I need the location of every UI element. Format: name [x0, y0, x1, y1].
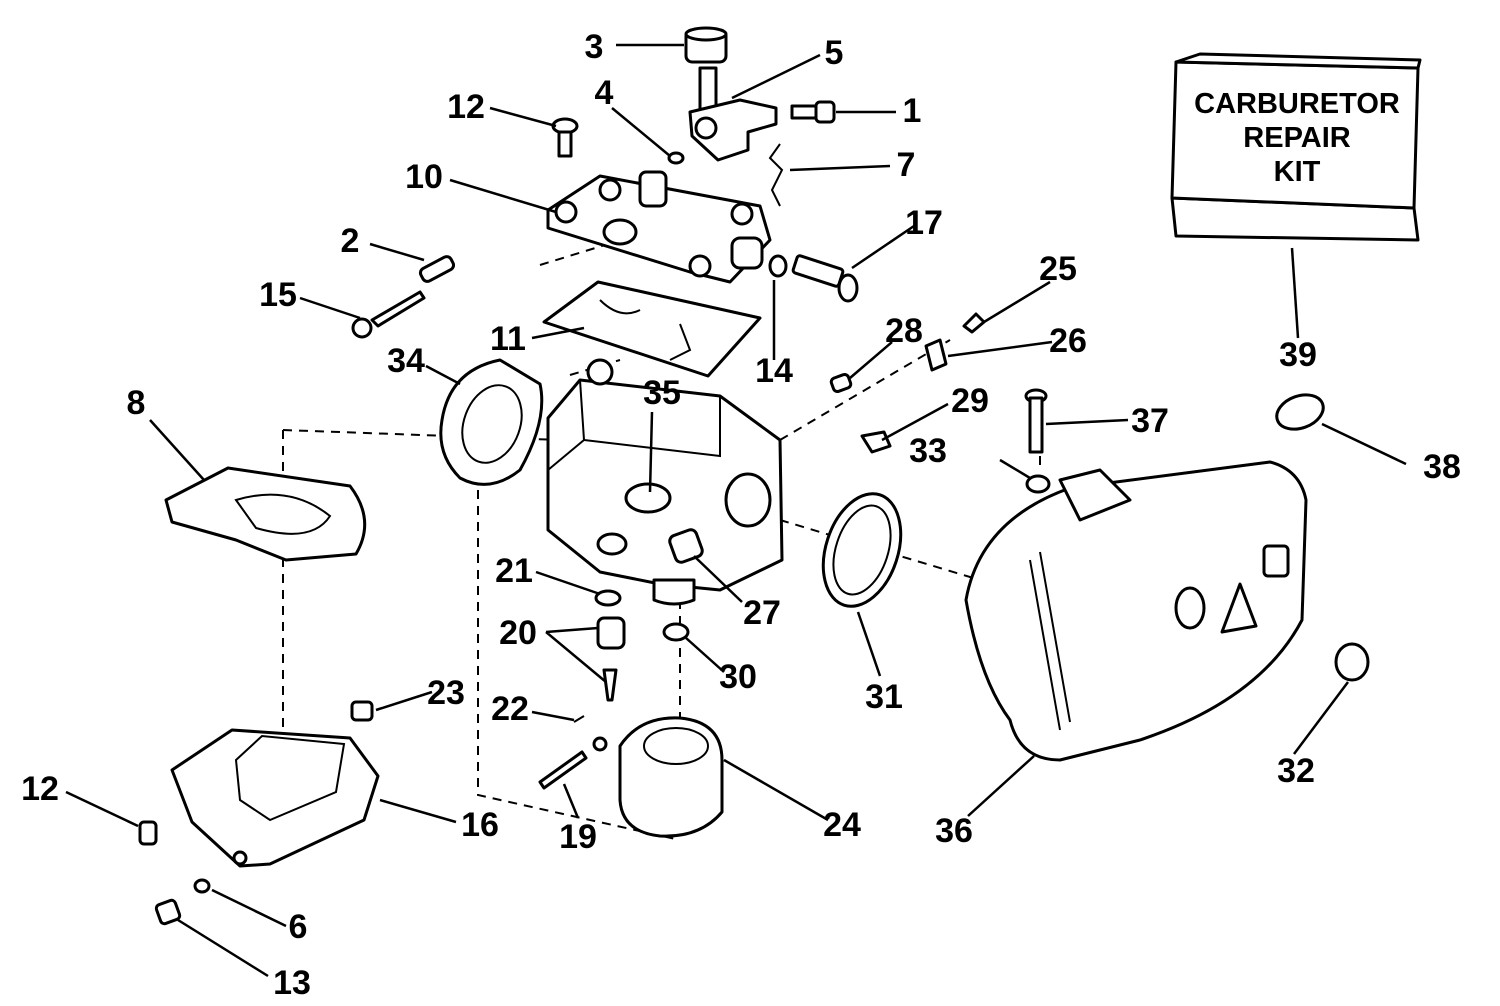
part-20-jet [596, 616, 626, 702]
callout-20: 20 [499, 614, 537, 652]
part-6-oring [193, 878, 211, 894]
part-1-screw [790, 100, 836, 124]
callout-26: 26 [1049, 322, 1087, 360]
kit-label-line-1: CARBURETOR [1194, 88, 1400, 120]
part-14-oring [768, 254, 788, 278]
callout-31: 31 [865, 678, 903, 716]
callout-23: 23 [427, 674, 465, 712]
part-33-washer [1025, 474, 1051, 494]
part-15-screw [351, 290, 426, 339]
callout-37: 37 [1131, 402, 1169, 440]
part-31-ring [821, 492, 903, 608]
part-10-throttle-body [546, 170, 772, 284]
callout-38: 38 [1423, 448, 1461, 486]
callout-16: 16 [461, 806, 499, 844]
part-28-nozzle [829, 372, 853, 394]
part-19-pin [538, 750, 588, 790]
part-37-bolt [1024, 388, 1048, 454]
part-16-float-bowl [170, 728, 380, 868]
callout-11: 11 [490, 320, 526, 358]
part-29-fitting [860, 430, 892, 454]
part-36-silencer [964, 460, 1308, 762]
callout-numbers: 3 5 1 4 12 7 10 17 2 15 25 11 28 26 39 3… [21, 28, 1461, 1002]
callout-33: 33 [909, 432, 947, 470]
callout-32: 32 [1277, 752, 1315, 790]
part-32-plug [1334, 642, 1370, 682]
callout-25: 25 [1039, 250, 1077, 288]
part-34-gasket [439, 358, 544, 486]
part-13-screw [154, 898, 182, 926]
part-12-screw-top [551, 117, 579, 158]
part-38-band [1275, 393, 1325, 431]
part-carburetor-body [546, 358, 784, 606]
repair-kit-box: CARBURETOR REPAIR KIT [1170, 52, 1422, 242]
part-4-washer [667, 151, 685, 165]
callout-5: 5 [825, 34, 844, 72]
part-8-gasket [164, 466, 367, 562]
part-11-gasket [542, 280, 762, 378]
callout-22: 22 [491, 690, 529, 728]
part-5-lever [688, 66, 778, 162]
callout-13: 13 [273, 964, 311, 1002]
callout-12-top: 12 [447, 88, 485, 126]
callout-14: 14 [755, 352, 793, 390]
callout-10: 10 [405, 158, 443, 196]
callout-4: 4 [595, 74, 614, 112]
part-26-bracket [924, 338, 948, 372]
callout-1: 1 [903, 92, 922, 130]
leader-lines [65, 43, 1407, 978]
callout-2: 2 [341, 222, 360, 260]
part-2-spring [418, 255, 456, 283]
part-3-cap [684, 26, 728, 64]
kit-label-line-3: KIT [1274, 156, 1321, 188]
part-25-screw [962, 312, 986, 334]
part-7-clip [768, 143, 784, 207]
callout-29: 29 [951, 382, 989, 420]
part-23-plug [350, 700, 374, 722]
callout-35: 35 [643, 374, 681, 412]
kit-label-line-2: REPAIR [1243, 122, 1350, 154]
callout-24: 24 [823, 806, 861, 844]
callout-15: 15 [259, 276, 297, 314]
callout-27: 27 [743, 594, 781, 632]
callout-36: 36 [935, 812, 973, 850]
callout-19: 19 [559, 818, 597, 856]
callout-6: 6 [289, 908, 308, 946]
callout-39: 39 [1279, 336, 1317, 374]
part-24-float [592, 716, 724, 838]
callout-30: 30 [719, 658, 757, 696]
part-30-washer [662, 622, 690, 642]
callout-34: 34 [387, 342, 425, 380]
part-22-pin [573, 715, 585, 723]
part-17-screw [791, 254, 859, 303]
callout-17: 17 [905, 204, 943, 242]
callout-7: 7 [897, 146, 916, 184]
part-12-screw-bottom [138, 820, 158, 846]
callout-12-bottom: 12 [21, 770, 59, 808]
callout-3: 3 [585, 28, 604, 66]
callout-21: 21 [495, 552, 533, 590]
callout-8: 8 [127, 384, 146, 422]
callout-28: 28 [885, 312, 923, 350]
part-21-washer [594, 589, 622, 607]
